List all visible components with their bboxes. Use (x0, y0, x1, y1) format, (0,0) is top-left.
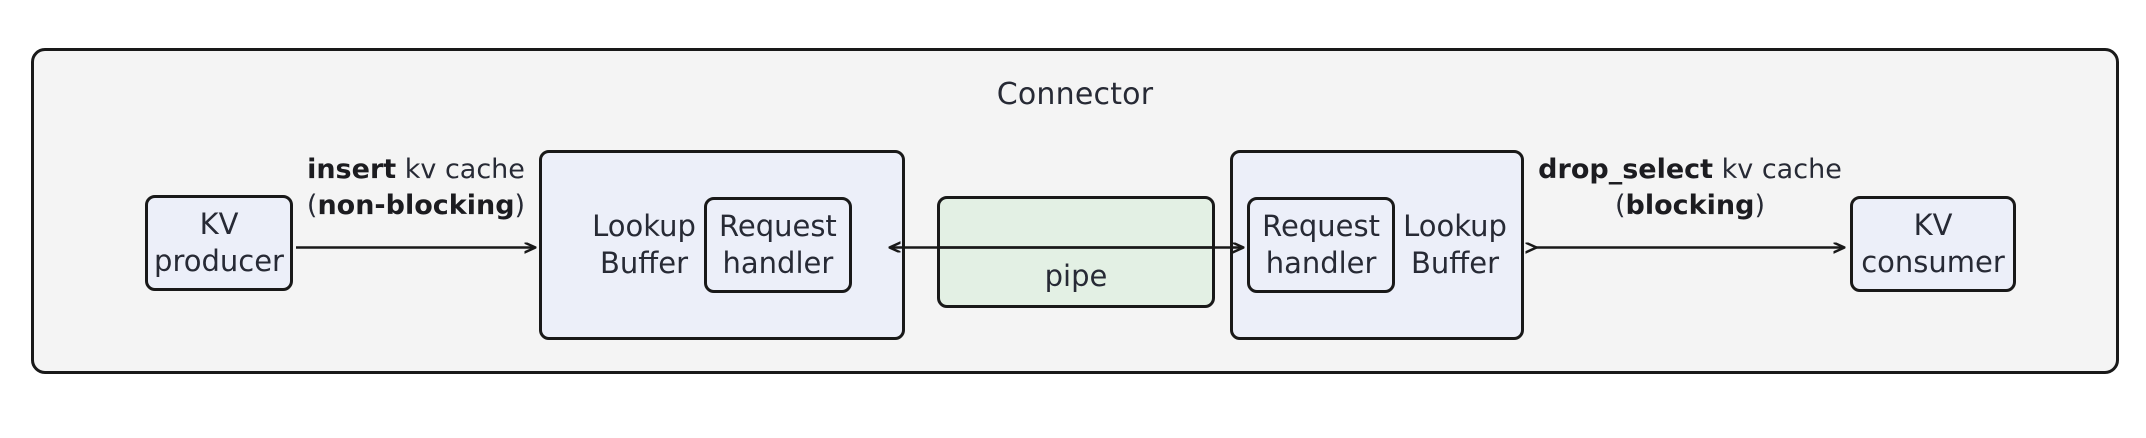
edge-label-drop-select-paren-open: ( (1615, 189, 1626, 221)
edge-label-insert-mode: non-blocking (317, 189, 515, 221)
edge-label-drop-select-mode: blocking (1625, 189, 1755, 221)
node-pipe: pipe (937, 196, 1215, 308)
edge-label-insert-paren-close: ) (514, 189, 526, 221)
edge-label-insert-line1: insert kv cache (296, 152, 536, 188)
edge-label-drop-select-rest: kv cache (1713, 154, 1842, 185)
node-request-handler-right-label: Request handler (1262, 208, 1380, 280)
edge-label-drop-select-line2: (blocking) (1530, 188, 1850, 224)
node-lookup-buffer-right-label: Lookup Buffer (1403, 208, 1507, 280)
connector-title: Connector (996, 77, 1154, 112)
edge-label-drop-select-line1: drop_select kv cache (1530, 152, 1850, 188)
edge-label-drop-select-paren-close: ) (1754, 189, 1765, 221)
node-kv-producer: KV producer (145, 195, 293, 291)
node-request-handler-left-label: Request handler (719, 208, 837, 280)
node-request-handler-left: Request handler (703, 197, 852, 293)
lookup-buffer-right-content: Request handler Lookup Buffer (1233, 153, 1521, 337)
node-lookup-buffer-right: Request handler Lookup Buffer (1230, 150, 1524, 340)
node-request-handler-right: Request handler (1247, 197, 1396, 293)
node-pipe-label: pipe (1044, 258, 1108, 293)
lookup-buffer-left-content: Lookup Buffer Request handler (542, 153, 902, 337)
edge-label-insert: insert kv cache (non-blocking) (296, 152, 536, 223)
node-kv-producer-label: KV producer (154, 206, 284, 278)
node-lookup-buffer-left-label: Lookup Buffer (592, 208, 696, 280)
edge-label-insert-rest: kv cache (396, 154, 525, 185)
edge-label-drop-select-bold: drop_select (1538, 154, 1714, 185)
node-kv-consumer: KV consumer (1850, 196, 2016, 292)
edge-label-insert-line2: (non-blocking) (296, 188, 536, 224)
edge-label-insert-bold: insert (307, 154, 397, 185)
node-kv-consumer-label: KV consumer (1861, 207, 2005, 279)
edge-label-drop-select: drop_select kv cache (blocking) (1530, 152, 1850, 223)
node-lookup-buffer-left: Lookup Buffer Request handler (539, 150, 905, 340)
edge-label-insert-paren-open: ( (306, 189, 318, 221)
